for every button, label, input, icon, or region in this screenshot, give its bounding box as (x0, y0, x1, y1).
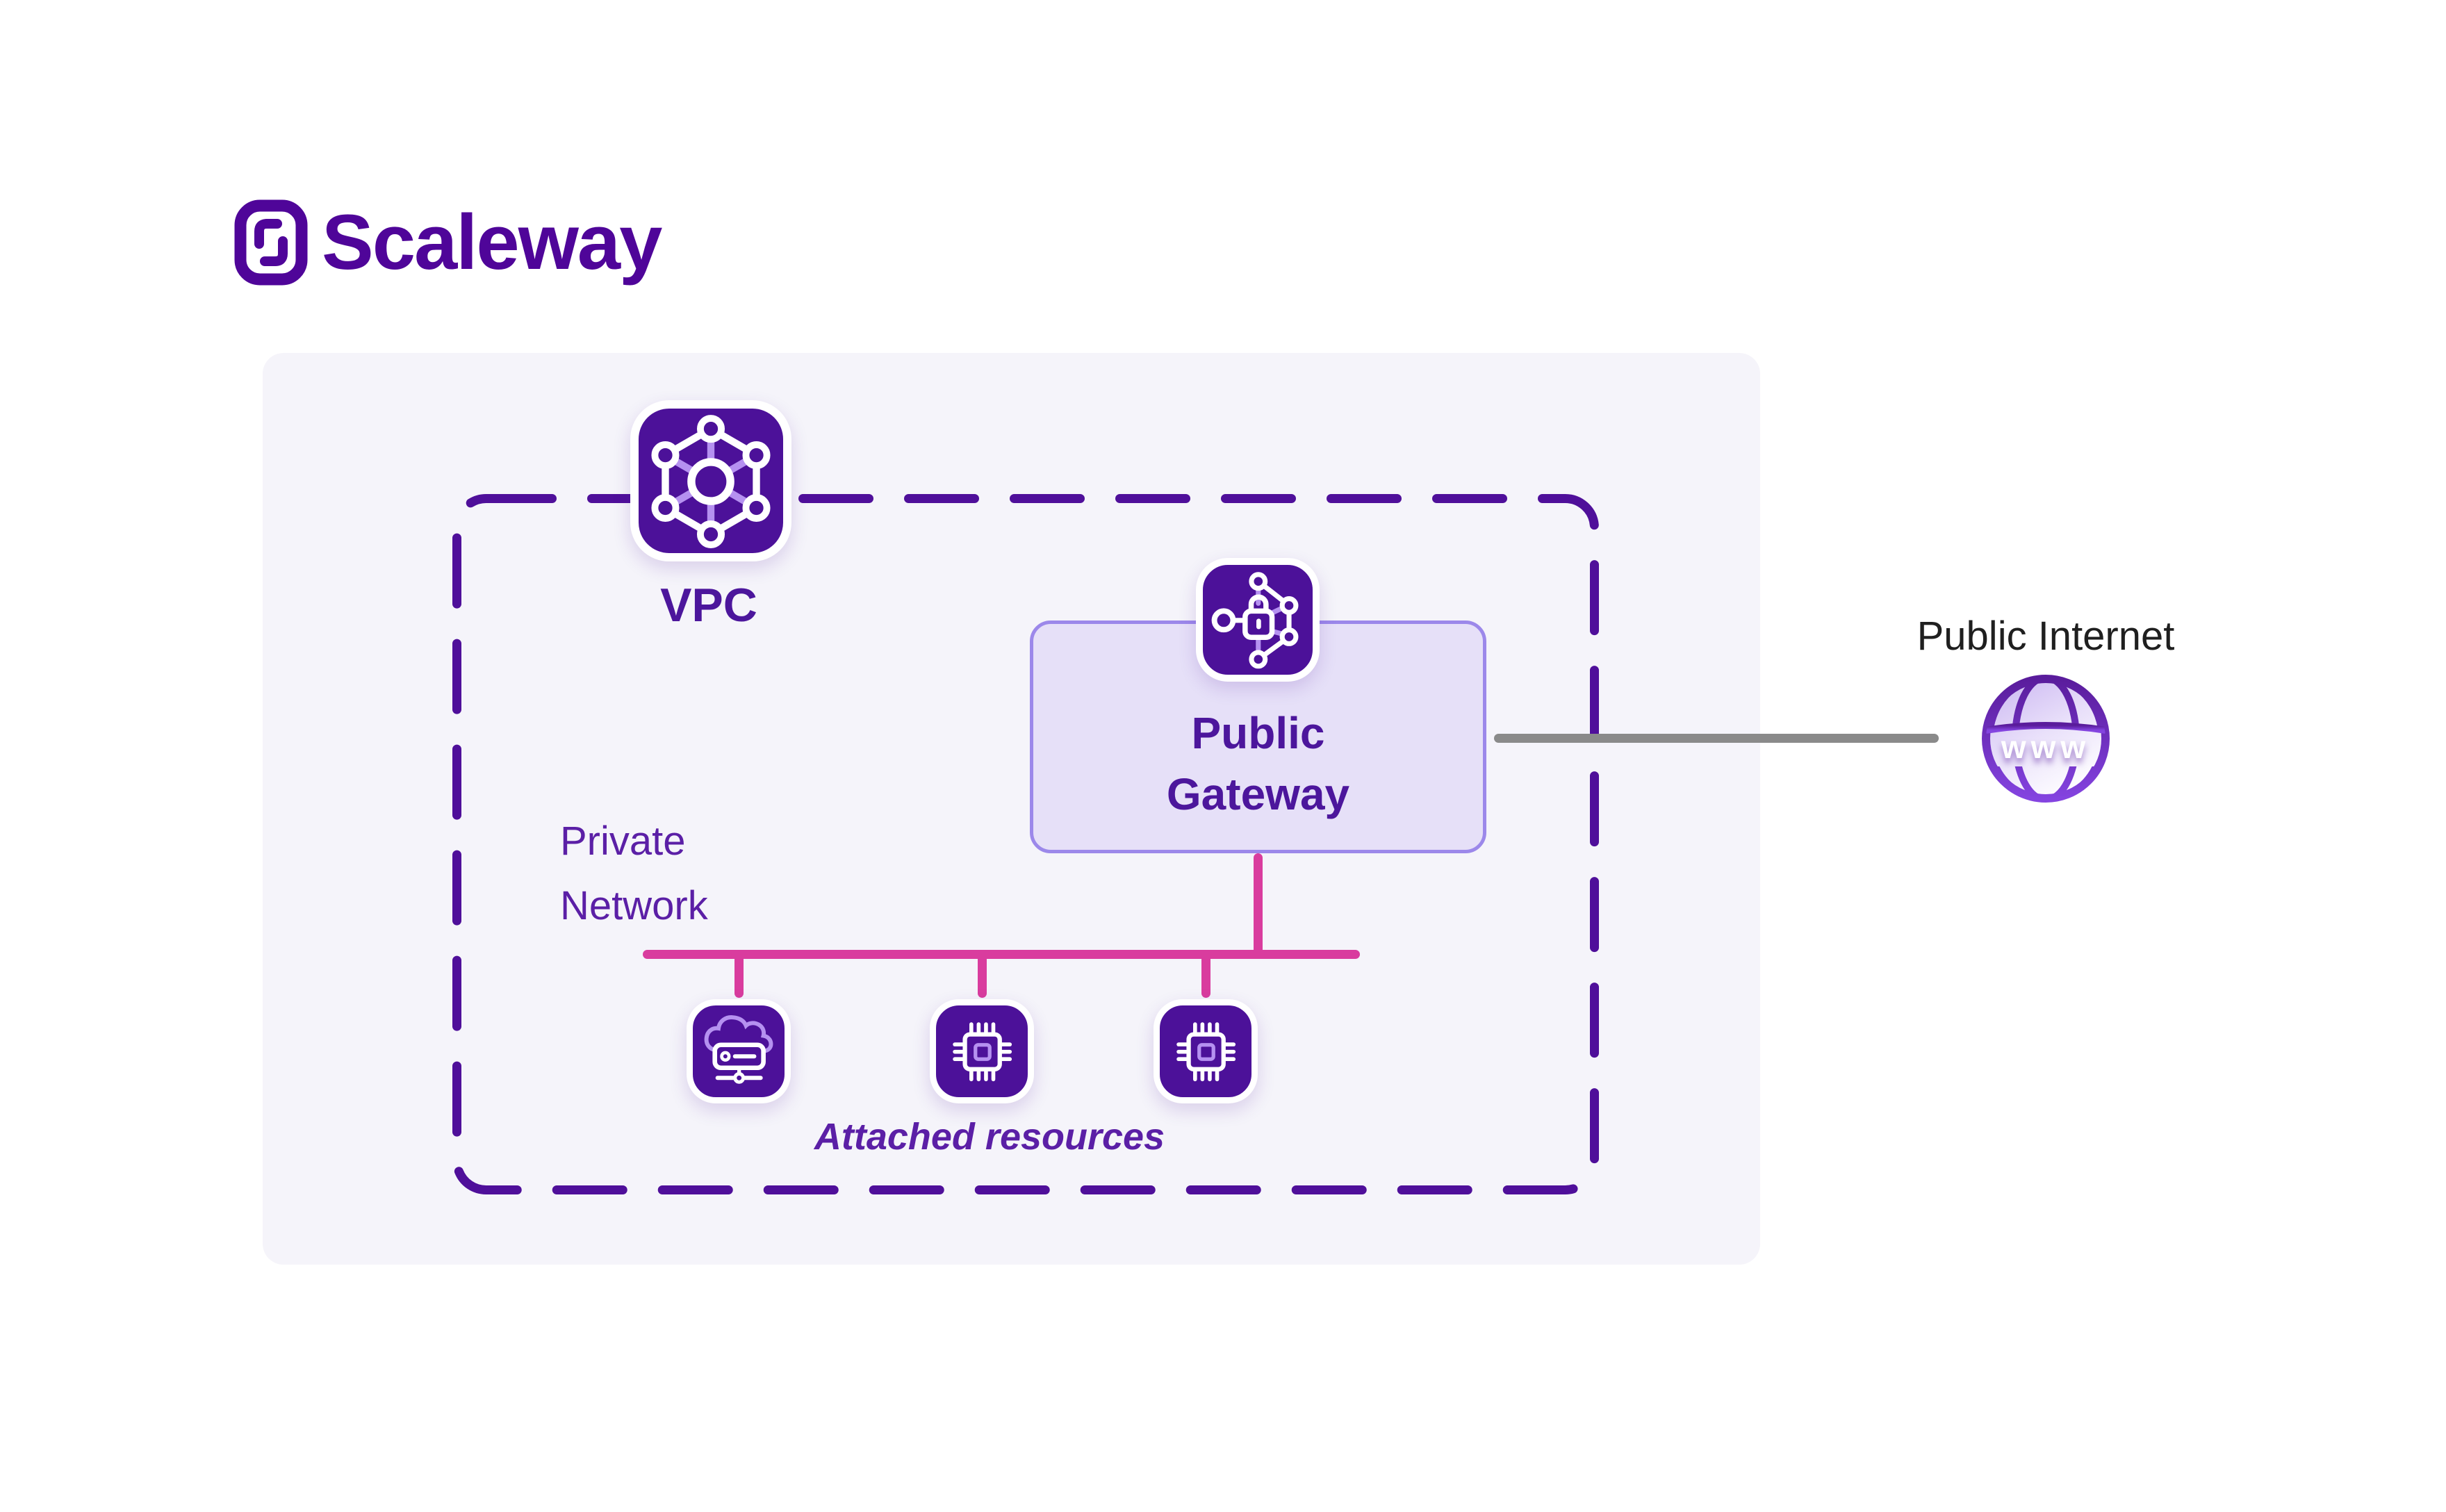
cpu-chip-icon (930, 999, 1034, 1103)
resource-drop-line (978, 955, 987, 998)
globe-www-icon (1982, 675, 2110, 803)
globe-www-text: www (2001, 729, 2091, 765)
public-internet-label: Public Internet (1916, 614, 2175, 659)
public-gateway-label: Public Gateway (1166, 708, 1350, 819)
vpc-panel (263, 353, 1760, 1265)
vpc-label: VPC (660, 579, 757, 632)
resource-drop-line (734, 955, 744, 998)
internet-connector-line (1494, 734, 1939, 743)
private-network-bus-line (643, 950, 1360, 959)
cloud-server-icon (687, 999, 791, 1103)
vpc-network-hexagon-icon (630, 400, 791, 561)
private-network-label: Private Network (560, 819, 708, 928)
resource-drop-line (1201, 955, 1210, 998)
attached-resources-label: Attached resources (814, 1116, 1165, 1158)
vpc-boundary-dashed-border (452, 494, 1599, 1194)
scaleway-logo-icon (234, 199, 308, 286)
cpu-chip-icon (1154, 999, 1258, 1103)
scaleway-wordmark: Scaleway (322, 199, 662, 286)
scaleway-logo: Scaleway (234, 199, 662, 286)
gateway-lock-network-icon (1196, 558, 1320, 682)
gateway-network-connector-line (1254, 853, 1263, 956)
